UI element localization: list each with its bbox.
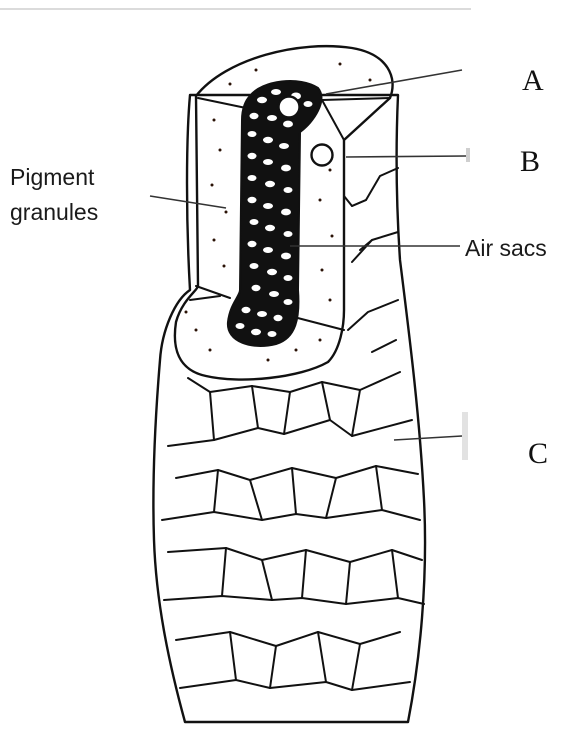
marker-a <box>279 97 300 118</box>
leader-b <box>346 156 466 157</box>
leader-c <box>394 436 462 440</box>
leader-a <box>326 70 462 94</box>
edge-fragment-b <box>466 148 470 162</box>
label-air-sacs: Air sacs <box>465 235 547 261</box>
medulla <box>228 81 321 346</box>
label-letter-a: A <box>522 64 544 97</box>
label-pigment-line2: granules <box>10 199 98 225</box>
edge-fragment-c <box>462 412 468 460</box>
label-letter-c: C <box>528 437 548 470</box>
label-pigment-line1: Pigment <box>10 164 95 190</box>
marker-b <box>312 145 333 166</box>
label-letter-b: B <box>520 145 540 178</box>
